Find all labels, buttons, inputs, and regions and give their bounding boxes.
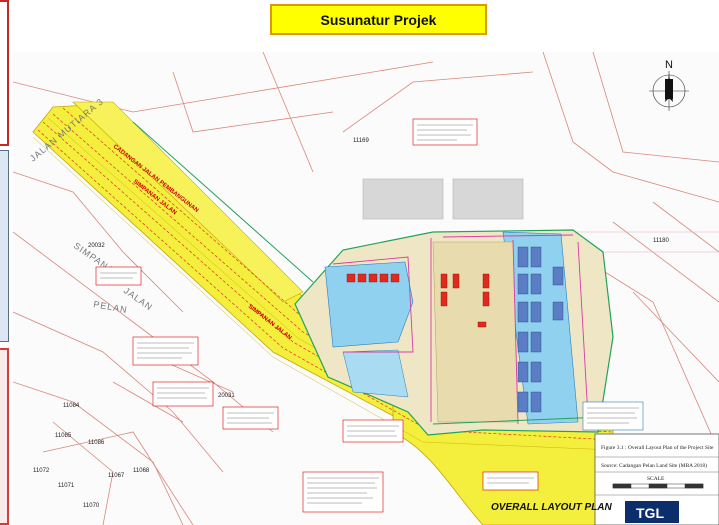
- side-panel-top: [0, 0, 9, 146]
- legend-block: [594, 433, 719, 525]
- layout-plan-map: CADANGAN JALAN PEMBANGUNAN SIMPANAN JALA…: [13, 52, 719, 525]
- lot-number: 11070: [83, 503, 100, 509]
- legend-source: Source: Cadangan Pelan Land Site (MBA 20…: [601, 462, 707, 469]
- lot-number: 11067: [108, 473, 125, 479]
- slide-title: Susunatur Projek: [270, 4, 487, 35]
- north-label: N: [665, 59, 673, 71]
- side-panel-middle: [0, 150, 9, 342]
- lot-number: 20032: [88, 243, 105, 249]
- lot-number: 11086: [88, 440, 105, 446]
- lot-number: 11169: [353, 138, 369, 144]
- north-arrow: [649, 71, 689, 111]
- legend-scale-label: SCALE: [647, 476, 665, 482]
- existing-building-1: [362, 178, 444, 220]
- plan-caption: OVERALL LAYOUT PLAN: [491, 502, 613, 513]
- green-lines: [132, 121, 604, 425]
- site-tan-area: [432, 241, 519, 423]
- annotation-boxes: [95, 118, 644, 513]
- lot-number: 20031: [218, 393, 235, 399]
- red-buildings: [346, 273, 490, 328]
- existing-building-2: [452, 178, 524, 220]
- annotation-text-lines: [100, 124, 639, 504]
- lot-number: 11180: [653, 238, 669, 244]
- lot-number: 11071: [58, 483, 75, 489]
- housing-units: [517, 246, 564, 413]
- road-upper-stripe: [72, 101, 304, 303]
- lot-number: 11072: [33, 468, 50, 474]
- lot-number: 11085: [55, 433, 72, 439]
- internal-roads: [332, 234, 589, 425]
- company-logo: TGL: [636, 505, 664, 521]
- lot-number: 11068: [133, 468, 150, 474]
- legend-title: Figure 3.1 : Overall Layout Plan of the …: [601, 444, 714, 451]
- blue-area-west: [324, 261, 414, 348]
- blue-area-south: [342, 349, 409, 398]
- lot-number: 11084: [63, 403, 80, 409]
- side-panel-bottom: [0, 348, 9, 525]
